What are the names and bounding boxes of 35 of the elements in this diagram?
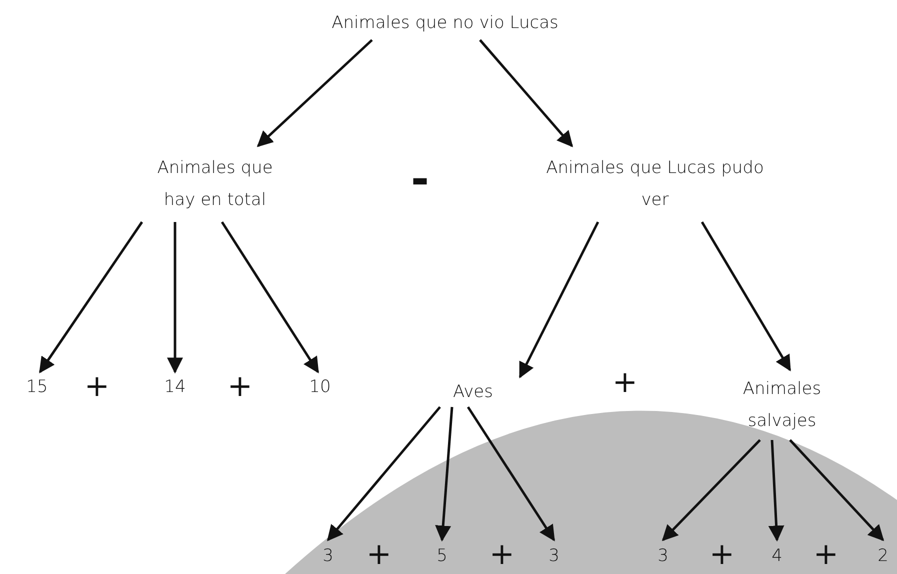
arrow bbox=[326, 406, 441, 542]
arrow bbox=[38, 221, 144, 374]
concept-text: 14 bbox=[158, 372, 192, 402]
concept-text: Animales que hay en total bbox=[140, 146, 290, 222]
arrow bbox=[435, 406, 454, 542]
concept-text: Animales que Lucas pudo ver bbox=[545, 146, 765, 222]
plus-sign: + bbox=[812, 540, 840, 570]
arrow bbox=[789, 439, 884, 542]
plus-sign: + bbox=[708, 540, 736, 570]
number-text: 5 bbox=[430, 540, 454, 572]
arrow bbox=[700, 221, 792, 372]
arrow bbox=[256, 39, 373, 148]
concept-text: 15 bbox=[20, 372, 54, 402]
plus-sign: + bbox=[226, 372, 254, 402]
concept-text: Animales que no vio Lucas bbox=[310, 6, 580, 40]
number-text: 4 bbox=[765, 540, 789, 572]
plus-sign: + bbox=[83, 372, 111, 402]
arrow bbox=[220, 221, 320, 374]
arrow bbox=[466, 406, 556, 542]
minus-sign: - bbox=[410, 160, 430, 200]
number-text: 2 bbox=[871, 540, 895, 572]
arrow bbox=[518, 221, 600, 378]
number-text: 3 bbox=[651, 540, 675, 572]
plus-sign: + bbox=[611, 368, 639, 398]
number-text: 3 bbox=[316, 540, 340, 572]
concept-text: 10 bbox=[300, 372, 340, 402]
concept-text: Animales salvajes bbox=[722, 370, 842, 440]
arrow bbox=[768, 440, 784, 542]
concept-text: Aves bbox=[438, 377, 508, 407]
arrow bbox=[662, 439, 761, 542]
plus-sign: + bbox=[365, 540, 393, 570]
arrow bbox=[167, 222, 183, 374]
plus-sign: + bbox=[488, 540, 516, 570]
arrow bbox=[479, 39, 574, 148]
number-text: 3 bbox=[542, 540, 566, 572]
